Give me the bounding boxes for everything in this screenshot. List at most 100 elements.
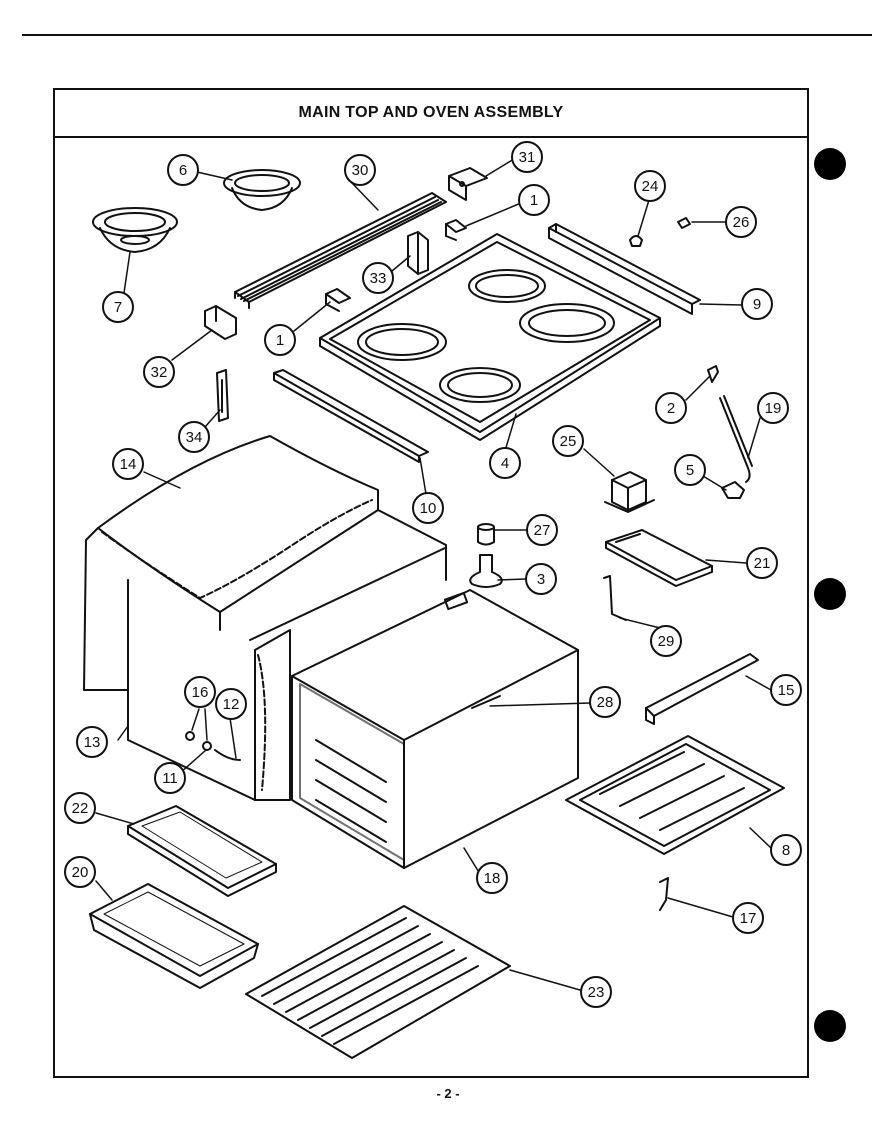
page-top-rule [22,34,872,36]
bracket-1-left [325,288,351,312]
diagram-frame: MAIN TOP AND OVEN ASSEMBLY [53,88,809,1078]
svg-text:4: 4 [501,455,509,472]
svg-text:2: 2 [667,400,675,417]
callout-8: 8 [770,834,802,866]
callout-24: 24 [634,170,666,202]
callout-7: 7 [102,291,134,323]
screw-16 [185,731,212,751]
bracket-1-right [445,219,467,241]
diagram-title: MAIN TOP AND OVEN ASSEMBLY [298,104,564,121]
svg-text:30: 30 [352,162,369,179]
clip-5 [721,481,745,499]
svg-text:9: 9 [753,296,761,313]
callout-16: 16 [184,676,216,708]
svg-text:7: 7 [114,299,122,316]
knob-24 [629,235,643,247]
callout-18: 18 [476,862,508,894]
callout-11: 11 [154,762,186,794]
pin-2 [707,365,719,383]
svg-text:26: 26 [733,214,750,231]
svg-text:25: 25 [560,433,577,450]
svg-text:23: 23 [588,984,605,1001]
svg-text:24: 24 [642,178,659,195]
top-vent-grille [234,192,447,309]
svg-text:34: 34 [186,429,203,446]
svg-text:27: 27 [534,522,551,539]
callout-31: 31 [511,141,543,173]
svg-text:14: 14 [120,456,137,473]
svg-text:3: 3 [537,571,545,588]
svg-text:8: 8 [782,842,790,859]
vent-flue-3 [469,554,503,588]
roller-27 [477,523,495,546]
broiler-pan-20 [89,883,259,989]
callout-4: 4 [489,447,521,479]
svg-text:29: 29 [658,633,675,650]
svg-text:1: 1 [530,192,538,209]
oven-rack-23 [245,905,511,1059]
callout-1-right: 1 [518,184,550,216]
svg-text:11: 11 [162,770,178,787]
bracket-34 [216,369,229,422]
callout-23: 23 [580,976,612,1008]
svg-text:12: 12 [223,696,240,713]
svg-text:5: 5 [686,462,694,479]
svg-text:22: 22 [72,800,89,817]
bracket-33 [407,231,429,275]
front-trim-strip [273,369,429,463]
svg-text:18: 18 [484,870,501,887]
callout-30: 30 [344,154,376,186]
broiler-insert-22 [127,805,277,897]
rear-trim-strip [548,223,701,315]
svg-text:21: 21 [754,555,771,572]
cooktop-main-top [319,233,661,441]
callout-leaders [95,158,772,991]
drawer-tray-21 [605,529,713,587]
svg-text:13: 13 [84,734,101,751]
bracket-31 [448,167,488,201]
svg-text:19: 19 [765,400,782,417]
callout-29: 29 [650,625,682,657]
callout-33: 33 [362,262,394,294]
drip-bowl-large [92,207,178,253]
callout-2: 2 [655,392,687,424]
spring-12 [214,749,241,761]
binder-hole-top [814,148,846,180]
callout-3: 3 [525,563,557,595]
callout-1-left: 1 [264,324,296,356]
callout-21: 21 [746,547,778,579]
bracket-32 [204,305,237,340]
svg-text:16: 16 [192,684,209,701]
callout-12: 12 [215,688,247,720]
rod-19 [719,395,753,483]
drip-bowl-small [223,169,301,211]
callout-34: 34 [178,421,210,453]
svg-text:17: 17 [740,910,757,927]
bracket-29 [603,575,627,621]
callout-19: 19 [757,392,789,424]
callout-10: 10 [412,492,444,524]
callout-32: 32 [143,356,175,388]
binder-hole-bottom [814,1010,846,1042]
svg-text:32: 32 [151,364,168,381]
svg-text:1: 1 [276,332,284,349]
bake-element-8 [565,735,785,855]
callout-22: 22 [64,792,96,824]
page-number: - 2 - [436,1086,460,1101]
callout-13: 13 [76,726,108,758]
callout-17: 17 [732,902,764,934]
callout-25: 25 [552,425,584,457]
callout-14: 14 [112,448,144,480]
rack-support-15 [645,653,759,725]
clip-26 [677,217,691,229]
svg-text:15: 15 [778,682,795,699]
binder-hole-middle [814,578,846,610]
insulation-blanket-13 [127,579,291,801]
callout-9: 9 [741,288,773,320]
callout-20: 20 [64,856,96,888]
callout-5: 5 [674,454,706,486]
svg-text:31: 31 [519,149,536,166]
svg-text:20: 20 [72,864,89,881]
